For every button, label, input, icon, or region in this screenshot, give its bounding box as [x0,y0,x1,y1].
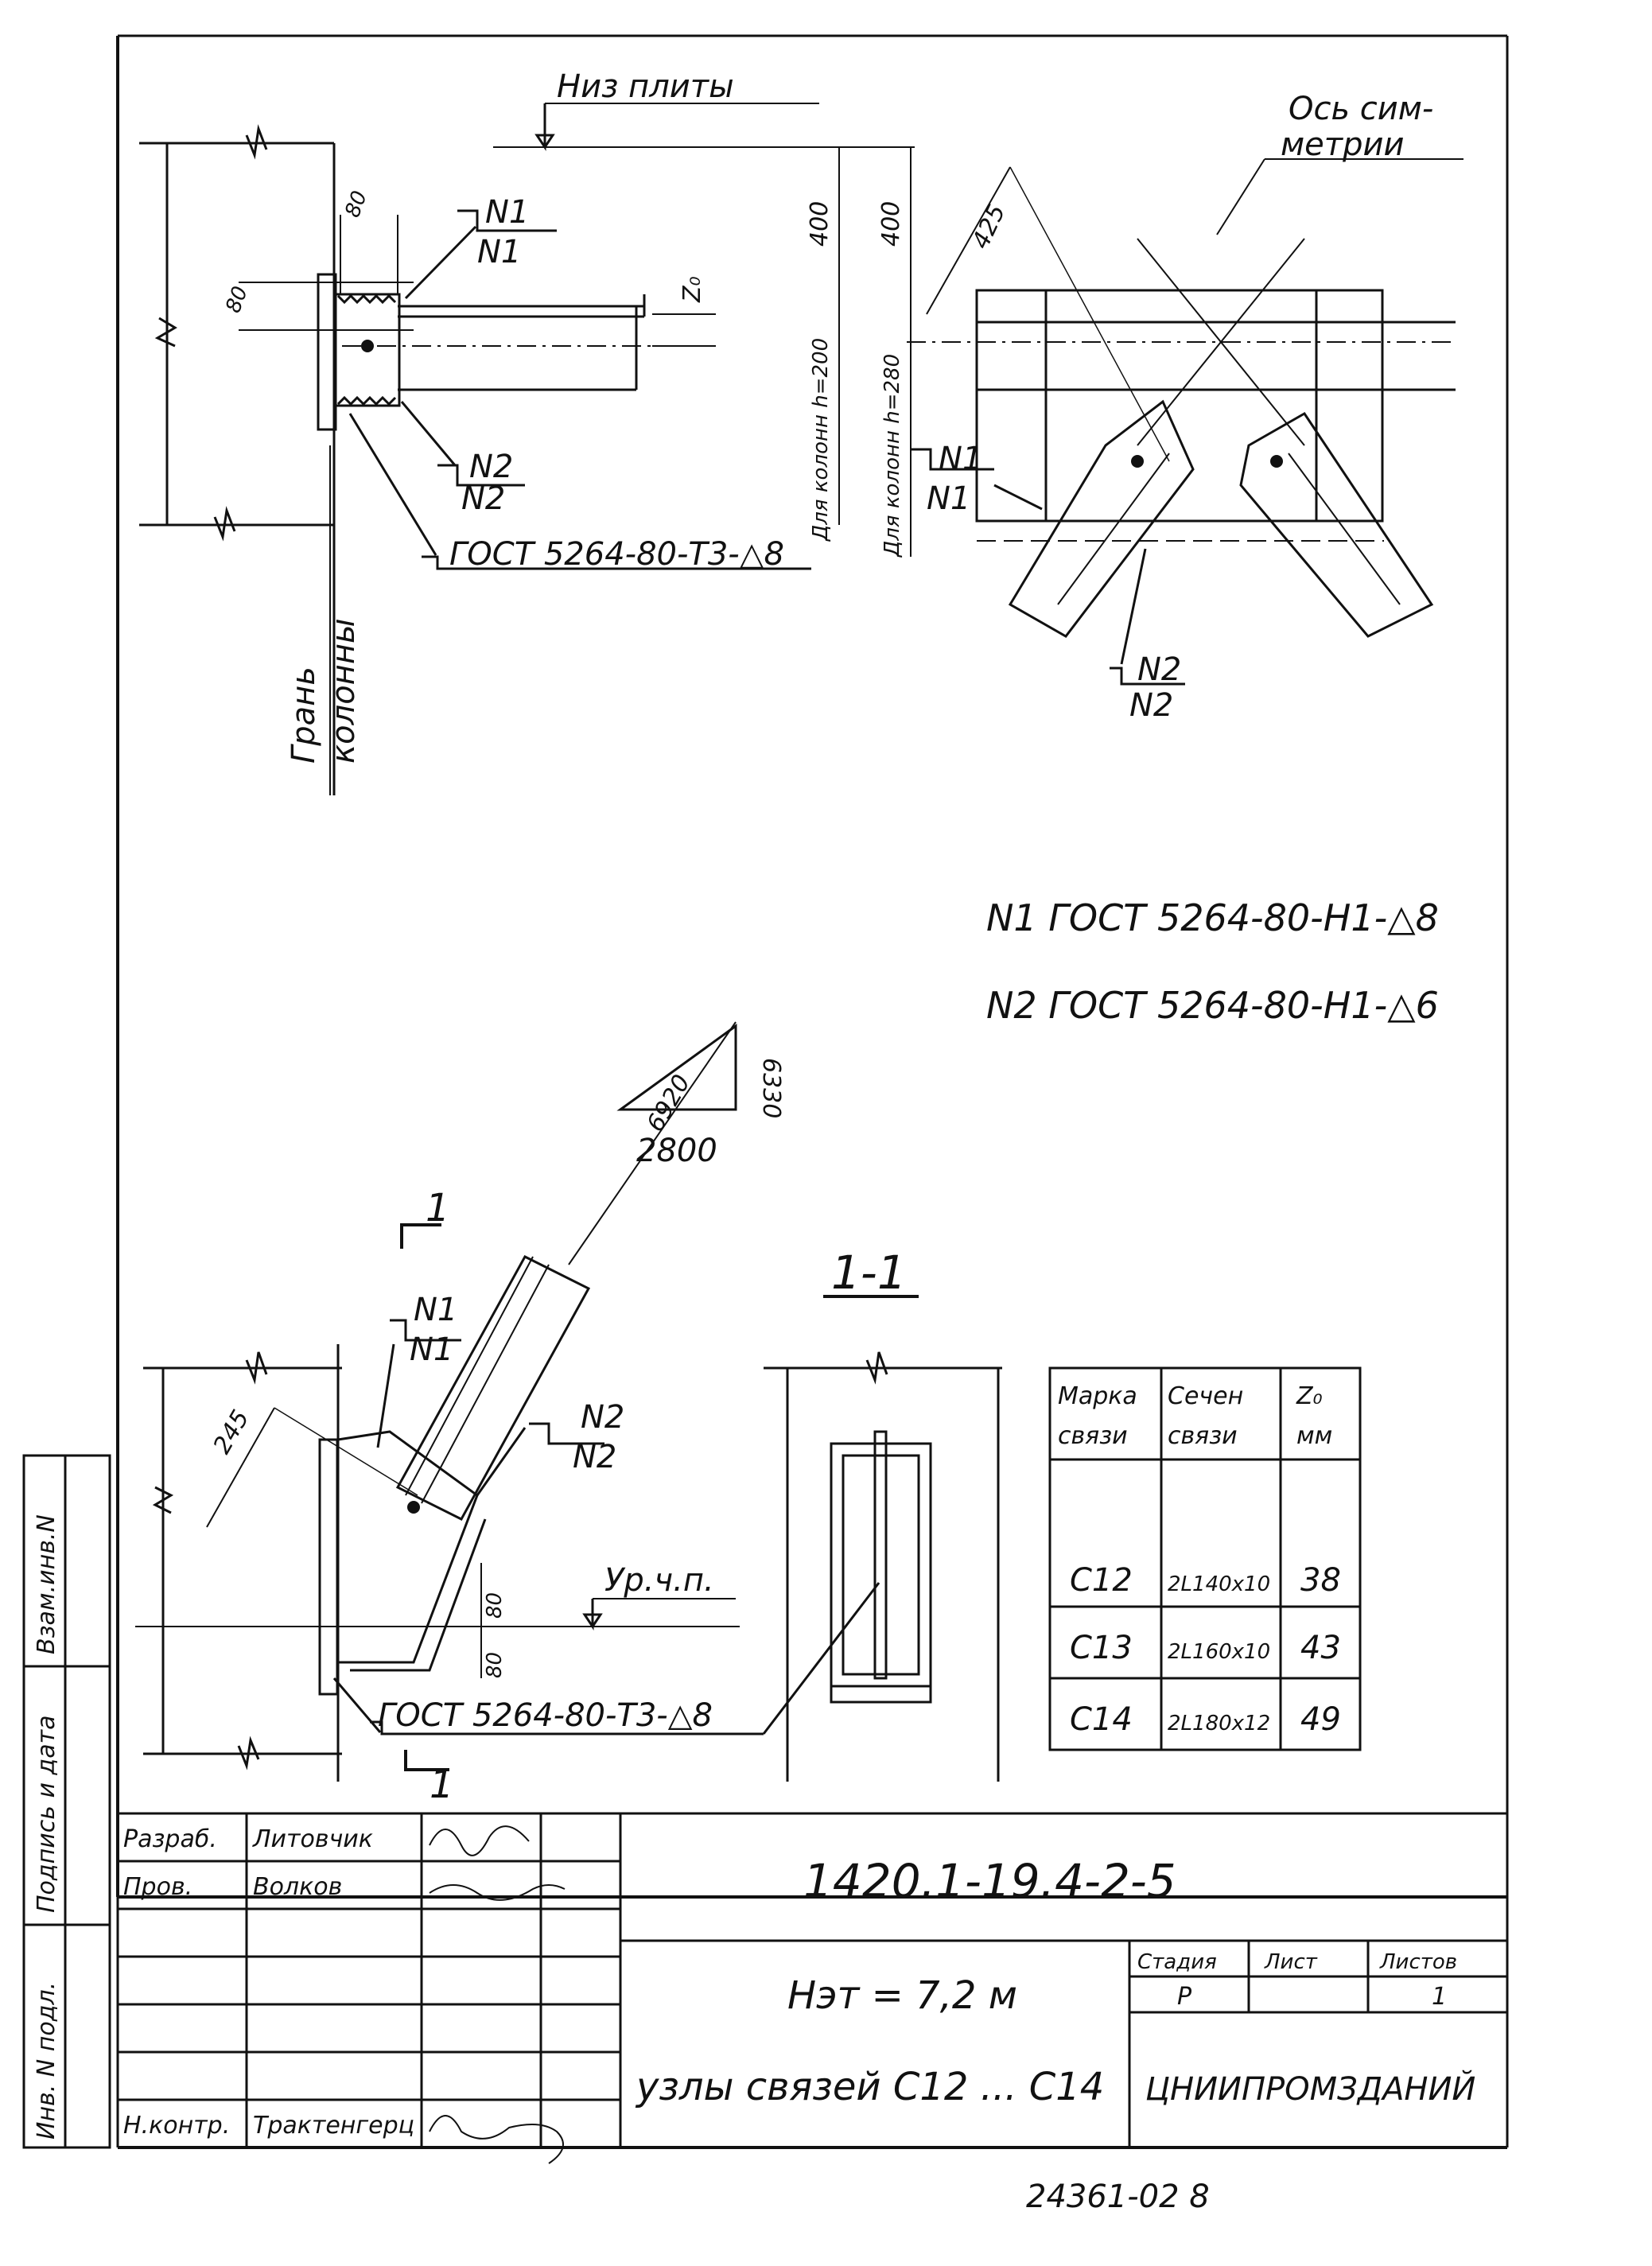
lower-left-node [135,1021,880,1782]
table-header-mark-1: Марка [1058,1382,1137,1410]
tb-stage-header: Стадия [1137,1950,1217,1974]
note-n2: N2 ГОСТ 5264-80-Н1-△6 [986,984,1439,1027]
tb-stage: Р [1177,1983,1192,2011]
top-left-node [139,103,915,795]
weld-n2-low-bot: N2 [573,1439,616,1475]
note-n1: N1 ГОСТ 5264-80-Н1-△8 [986,896,1439,939]
tb-org: ЦНИИПРОМЗДАНИЙ [1145,2070,1475,2108]
weld-n1-low-top: N1 [414,1292,457,1328]
dim-425: 425 [967,200,1012,254]
dim-h-280: Для колонн h=280 [880,354,904,558]
tb-role-0: Разраб. [123,1825,217,1853]
side-stamp-inv: Инв. N подл. [33,1982,60,2140]
dim-80-low: 80 [483,1592,507,1619]
table-header-section-2: связи [1168,1422,1238,1450]
gost-top: ГОСТ 5264-80-Т3-△8 [449,536,784,573]
weld-n2-bot: N2 [461,480,505,517]
section-1-1 [764,1295,1002,1782]
weld-n2-low-top: N2 [581,1399,624,1436]
dim-80-left: 80 [221,283,253,316]
table-header-section-1: Сечен [1168,1382,1243,1410]
table-header-zo-1: Z₀ [1296,1382,1323,1410]
tb-code: 1420.1-19.4-2-5 [803,1854,1176,1908]
tb-name-1: Волков [253,1873,342,1901]
frame [116,34,1509,1899]
zo-table [1048,1366,1362,1751]
label-os-simmetrii-1: Ось сим- [1289,91,1433,127]
section-title: 1-1 [831,1246,907,1300]
gost-bottom: ГОСТ 5264-80-Т3-△8 [378,1697,713,1734]
section-mark-top: 1 [426,1186,450,1230]
table-row-c13-mark: С13 [1070,1630,1133,1666]
dim-80-top: 80 [340,188,372,220]
table-row-c14-mark: С14 [1070,1701,1133,1738]
level-label: Ур.ч.п. [604,1562,714,1599]
table-row-c13-zo: 43 [1300,1630,1341,1666]
tb-role-1: Пров. [123,1873,192,1901]
weld-n2-right-top: N2 [1137,651,1181,688]
tb-desc-line1: Нэт = 7,2 м [787,1973,1017,2018]
table-row-c12-zo: 38 [1300,1562,1341,1599]
weld-n1-low-bot: N1 [410,1331,453,1368]
dim-80-low2: 80 [483,1652,507,1678]
title-block [116,1812,1509,2164]
label-gran-kolonny-2: колонны [325,618,362,764]
table-row-c14-section: 2L180х12 [1168,1712,1270,1735]
weld-n1-bot: N1 [477,234,521,270]
label-gran-kolonny-1: Грань [286,667,322,764]
table-row-c12-section: 2L140х10 [1168,1572,1270,1596]
table-row-c12-mark: С12 [1070,1562,1133,1599]
archive-number: 24361-02 8 [1026,2179,1210,2215]
table-row-c13-section: 2L160х10 [1168,1640,1270,1664]
weld-n1-right-bot: N1 [927,480,970,517]
top-right-node [907,158,1463,686]
tb-sheets-header: Листов [1379,1950,1457,1974]
side-stamp [22,1454,111,2149]
table-header-mark-2: связи [1058,1422,1128,1450]
labels: Низ плиты Ось сим- метрии Грань колонны … [33,68,1475,2215]
tb-desc-line2: узлы связей С12 ... С14 [635,2065,1104,2109]
weld-n2-top: N2 [469,449,513,485]
table-row-c14-zo: 49 [1300,1701,1341,1738]
tb-role-6: Н.контр. [123,2112,230,2140]
dim-400-b: 400 [877,201,905,247]
section-mark-bot: 1 [430,1763,454,1807]
weld-n2-right-bot: N2 [1129,687,1173,724]
label-os-simmetrii-2: метрии [1281,126,1404,163]
side-stamp-replace: Взам.инв.N [33,1514,60,1654]
side-stamp-signature: Подпись и дата [33,1716,60,1914]
tb-name-0: Литовчик [252,1825,373,1853]
dim-245: 245 [208,1405,255,1459]
weld-n1-right-top: N1 [939,441,982,477]
dim-h-200: Для колонн h=200 [809,338,833,542]
table-header-zo-2: мм [1296,1422,1332,1450]
dim-z0: Z₀ [678,276,706,303]
dim-400-a: 400 [806,201,834,247]
tb-sheet-header: Лист [1264,1950,1318,1974]
slope-2800: 2800 [636,1133,717,1169]
slope-6330: 6330 [757,1058,785,1118]
tb-name-6: Трактенгерц [253,2112,414,2140]
slope-6920: 6920 [642,1070,696,1137]
tb-sheets: 1 [1432,1983,1447,2011]
weld-n1-top: N1 [485,194,529,231]
label-niz-plity: Низ плиты [557,68,734,105]
